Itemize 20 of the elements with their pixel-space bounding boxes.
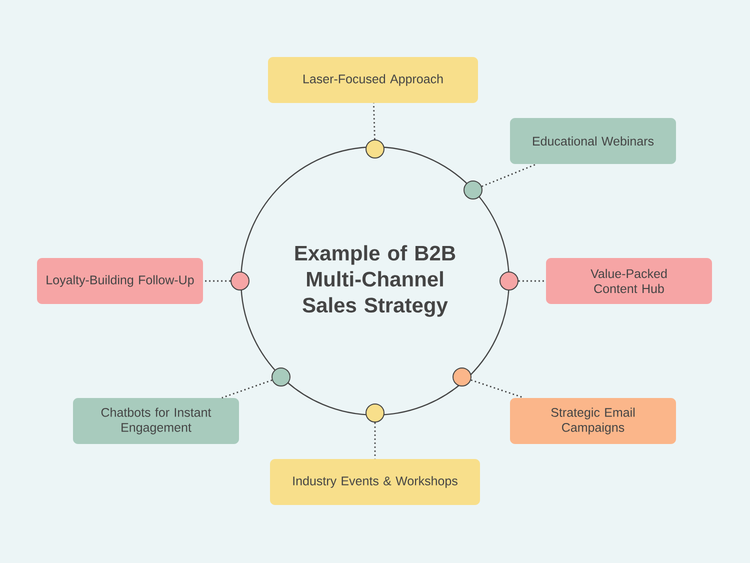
- dotted-connector: [374, 422, 376, 459]
- channel-box: Value-Packed Content Hub: [546, 258, 712, 304]
- dotted-connector: [372, 103, 376, 140]
- dotted-connector: [470, 379, 524, 398]
- marker-dot: [366, 140, 384, 158]
- dotted-connector: [482, 164, 536, 188]
- channel-box: Educational Webinars: [510, 118, 676, 164]
- channel-box: Strategic Email Campaigns: [510, 398, 676, 444]
- channel-box: Industry Events & Workshops: [270, 459, 480, 505]
- marker-dot: [464, 180, 482, 200]
- dotted-connector: [203, 280, 230, 282]
- dotted-connector: [222, 380, 272, 398]
- channel-box: Laser-Focused Approach: [268, 57, 478, 103]
- channel-box: Chatbots for Instant Engagement: [73, 398, 239, 444]
- marker-dot: [366, 404, 384, 422]
- dotted-connector: [518, 280, 546, 282]
- marker-dot: [272, 368, 290, 386]
- channel-box: Loyalty-Building Follow-Up: [37, 258, 203, 304]
- marker-dot: [230, 272, 250, 290]
- marker-dot: [500, 272, 518, 290]
